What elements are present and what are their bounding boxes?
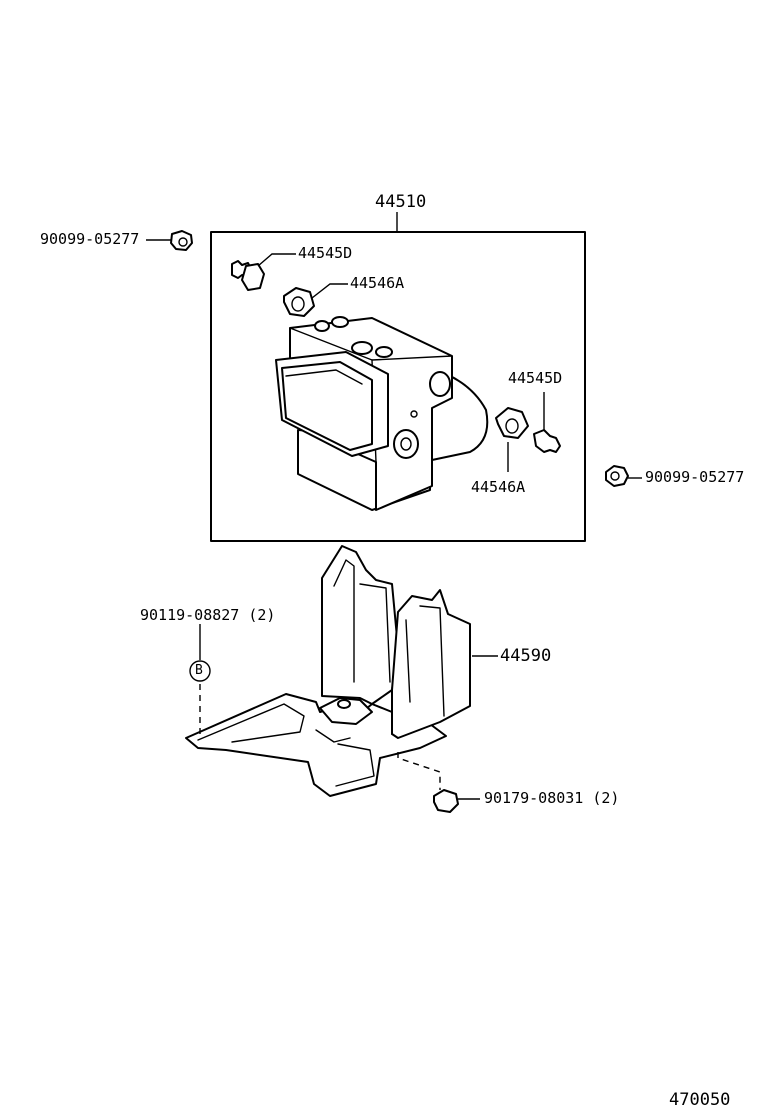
label-bracket: 44590 <box>500 646 552 666</box>
label-assembly: 44510 <box>375 192 427 212</box>
screw-top-icon <box>231 253 296 291</box>
cushion-right-icon <box>495 407 529 472</box>
screw-right-icon <box>533 392 561 453</box>
nut-icon <box>433 789 480 813</box>
label-nut: 90179-08031 (2) <box>484 789 620 807</box>
label-screw-right: 44545D <box>508 369 563 387</box>
label-bolt-top-left: 90099-05277 <box>40 230 140 248</box>
assembly-guide-lines <box>199 684 441 790</box>
assembly-frame <box>210 212 586 542</box>
abs-actuator-icon <box>275 316 489 511</box>
label-cushion-right: 44546A <box>471 478 526 496</box>
label-callout-b: B <box>195 663 203 678</box>
bracket-icon <box>185 545 498 797</box>
label-bracket-bolt: 90119-08827 (2) <box>140 606 276 624</box>
bolt-top-left-icon <box>146 230 193 251</box>
cushion-top-icon <box>283 283 348 317</box>
figure-number: 470050 <box>669 1090 731 1110</box>
callout-b-icon <box>189 624 211 682</box>
label-bolt-right: 90099-05277 <box>645 468 745 486</box>
label-screw-top: 44545D <box>298 244 353 262</box>
label-cushion-top: 44546A <box>350 274 405 292</box>
bolt-right-icon <box>605 465 642 487</box>
